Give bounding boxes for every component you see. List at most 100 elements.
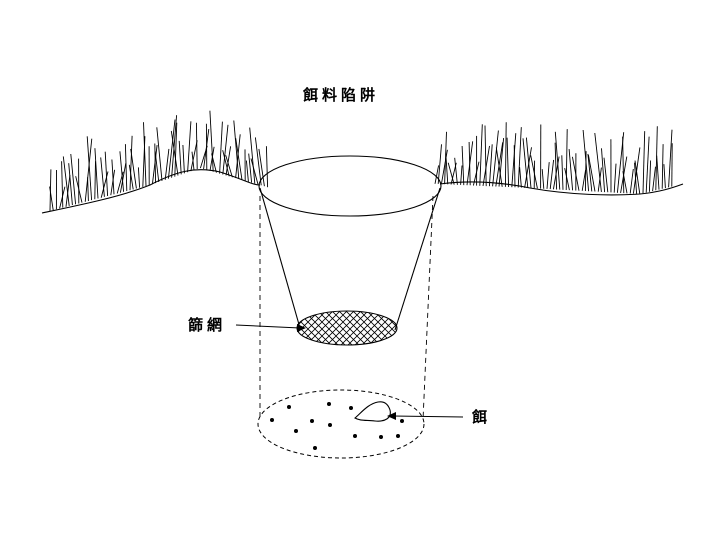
grass-blade xyxy=(191,151,195,171)
bait-particle xyxy=(396,434,400,438)
grass-blade xyxy=(75,176,83,203)
grass-blade xyxy=(511,133,517,188)
bait-particle xyxy=(313,446,317,450)
grass-blade xyxy=(235,134,241,179)
grass-blade xyxy=(447,162,455,185)
grass-blade xyxy=(164,148,170,180)
grass-blade xyxy=(564,168,570,191)
grass-blade xyxy=(182,144,185,174)
bait-particle xyxy=(294,429,298,433)
bait-particle xyxy=(349,406,353,410)
grass-blade xyxy=(174,122,178,177)
grass-blade xyxy=(479,124,483,186)
grass-blade xyxy=(495,147,503,187)
grass-blade xyxy=(492,130,499,187)
grass-blade xyxy=(171,115,178,178)
grass-blade xyxy=(587,153,593,192)
grass-blade xyxy=(634,162,638,194)
bait-particle xyxy=(327,402,331,406)
grass-blade xyxy=(119,163,127,193)
grass-blade xyxy=(554,131,561,190)
grass-blade xyxy=(582,129,590,192)
bait-piece xyxy=(354,401,391,422)
grass-blade xyxy=(440,149,448,185)
grass-blade xyxy=(434,165,440,184)
grass-blade xyxy=(468,141,471,186)
grass-left xyxy=(49,110,269,211)
grass-blade xyxy=(594,132,602,192)
grass-blade xyxy=(94,148,99,199)
grass-blade xyxy=(68,163,73,206)
mesh-label: 篩網 xyxy=(188,316,226,334)
grass-blade xyxy=(65,175,71,207)
grass-blade xyxy=(506,137,510,188)
grass-blade xyxy=(84,138,93,202)
grass-blade xyxy=(444,131,447,185)
grass-blade xyxy=(484,125,487,187)
grass-blade xyxy=(222,124,229,175)
bait-particles xyxy=(270,402,404,450)
grass-right xyxy=(434,122,673,195)
grass-blade xyxy=(603,157,609,193)
grass-blade xyxy=(190,140,198,172)
grass-blade xyxy=(554,142,558,190)
grass-blade xyxy=(265,146,269,188)
grass-blade xyxy=(156,127,163,181)
grass-blade xyxy=(209,146,215,171)
bait-label: 餌 xyxy=(471,408,491,426)
grass-blade xyxy=(151,145,158,185)
grass-blade xyxy=(622,171,628,194)
trap-wall-left xyxy=(259,187,301,329)
grass-blade xyxy=(178,140,182,175)
grass-blade xyxy=(104,151,109,197)
grass-blade xyxy=(613,163,617,193)
grass-blade xyxy=(235,138,243,180)
bait-particle xyxy=(310,419,314,423)
grass-blade xyxy=(661,144,664,189)
grass-blade xyxy=(568,149,574,191)
grass-blade xyxy=(648,160,652,192)
grass-blade xyxy=(187,121,192,173)
grass-blade xyxy=(461,145,465,186)
grass-blade xyxy=(488,144,493,187)
grass-blade xyxy=(571,156,580,191)
grass-blade xyxy=(119,151,125,192)
grass-blade xyxy=(86,136,93,201)
grass-blade xyxy=(561,155,564,190)
trap-wall-right xyxy=(394,187,441,331)
grass-blade xyxy=(565,129,568,191)
grass-blade xyxy=(656,155,660,190)
grass-blade xyxy=(546,162,550,189)
trap-rim xyxy=(258,155,442,217)
grass-blade xyxy=(524,147,532,188)
grass-blade xyxy=(70,153,77,205)
grass-blade xyxy=(225,155,233,178)
grass-blade xyxy=(549,159,555,190)
grass-blade xyxy=(249,127,256,184)
grass-blade xyxy=(437,144,442,184)
grass-blade xyxy=(94,161,96,200)
grass-blade xyxy=(254,137,262,186)
grass-blade xyxy=(195,122,198,170)
bait-arrowhead xyxy=(387,412,396,420)
mesh-leader-line xyxy=(235,324,301,329)
grass-blade xyxy=(445,153,449,185)
grass-blade xyxy=(61,161,64,208)
grass-blade xyxy=(622,136,625,194)
grass-blade xyxy=(130,148,137,189)
bait-zone xyxy=(257,389,425,459)
grass-blade xyxy=(634,160,641,195)
bait-particle xyxy=(328,423,332,427)
bait-particle xyxy=(379,435,383,439)
grass-blade xyxy=(128,164,134,190)
grass-blade xyxy=(530,155,538,189)
grass-blade xyxy=(250,158,259,185)
projection-line-right xyxy=(422,195,434,421)
grass-blade xyxy=(154,151,160,183)
grass-blade xyxy=(581,169,587,191)
bait-particle xyxy=(287,405,291,409)
grass-blade xyxy=(652,166,656,192)
grass-blade xyxy=(225,146,232,176)
grass-blade xyxy=(222,150,230,177)
